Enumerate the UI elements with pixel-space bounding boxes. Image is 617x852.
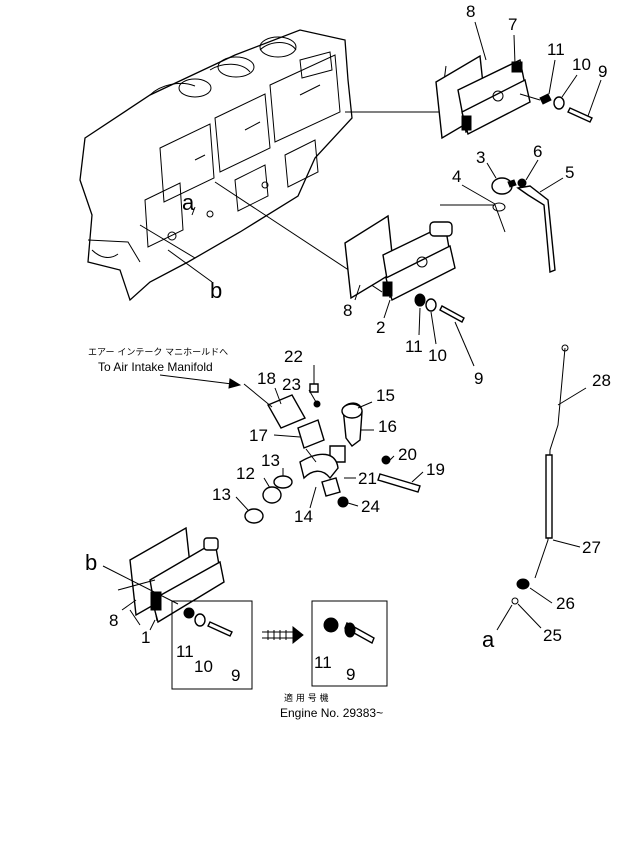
reference-letters: a b b a — [85, 190, 495, 652]
label-part-6: 6 — [533, 142, 542, 161]
ref-b-top: b — [210, 278, 222, 303]
label-part-20: 20 — [398, 445, 417, 464]
label-part-12: 12 — [236, 464, 255, 483]
serial-note-jp: 適 用 号 機 — [284, 692, 329, 704]
label-part-21: 21 — [358, 469, 377, 488]
elbow-fitting — [491, 177, 513, 195]
label-part-10: 10 — [194, 657, 213, 676]
label-part-26: 26 — [556, 594, 575, 613]
label-part-11: 11 — [547, 40, 565, 59]
label-part-11-new: 11 — [314, 653, 332, 672]
label-part-11: 11 — [405, 337, 423, 356]
label-part-25: 25 — [543, 626, 562, 645]
piping-group — [243, 383, 421, 524]
pipe-14 — [299, 453, 339, 480]
label-part-2: 2 — [376, 318, 385, 337]
ref-a-top: a — [182, 190, 195, 215]
label-part-8: 8 — [466, 2, 475, 21]
label-part-13: 13 — [212, 485, 231, 504]
label-part-13: 13 — [261, 451, 280, 470]
ref-a-bottom: a — [482, 627, 495, 652]
engine-block — [79, 29, 447, 302]
label-part-3: 3 — [476, 148, 485, 167]
label-part-19: 19 — [426, 460, 445, 479]
label-part-4: 4 — [452, 167, 461, 186]
label-part-7: 7 — [508, 15, 517, 34]
hose-18 — [267, 394, 306, 429]
label-part-1: 1 — [141, 628, 150, 647]
serial-note-en: Engine No. 29383~ — [280, 706, 383, 720]
label-part-24: 24 — [361, 497, 380, 516]
label-part-9: 9 — [231, 666, 240, 685]
label-part-23: 23 — [282, 375, 301, 394]
label-part-28: 28 — [592, 371, 611, 390]
label-part-5: 5 — [565, 163, 574, 182]
label-part-9-new: 9 — [346, 665, 355, 684]
part-number-labels: 8 7 11 10 9 3 6 4 5 8 2 11 10 9 22 23 18… — [109, 2, 611, 685]
oil-cooler-top — [435, 54, 593, 140]
notes: エアー インテーク マニホールドへ To Air Intake Manifold… — [88, 347, 383, 720]
oil-cooler-middle — [344, 177, 556, 323]
label-part-22: 22 — [284, 347, 303, 366]
label-part-16: 16 — [378, 417, 397, 436]
hardware-box-old — [171, 600, 253, 690]
leader-lines — [121, 21, 602, 631]
tube-5 — [516, 185, 556, 273]
label-part-17: 17 — [249, 426, 268, 445]
label-part-27: 27 — [582, 538, 601, 557]
bolt-19 — [377, 473, 421, 493]
label-part-9: 9 — [598, 62, 607, 81]
manifold-note-en: To Air Intake Manifold — [98, 360, 213, 374]
guide-tube-27 — [545, 454, 553, 539]
ref-b-bottom: b — [85, 550, 97, 575]
label-part-9: 9 — [474, 369, 483, 388]
label-part-18: 18 — [257, 369, 276, 388]
arrow-superseded — [262, 625, 304, 645]
label-part-8: 8 — [343, 301, 352, 320]
dipstick-assembly — [511, 344, 569, 605]
hardware-box-new — [311, 600, 388, 687]
label-part-8: 8 — [109, 611, 118, 630]
connector-17 — [297, 419, 325, 449]
label-part-11: 11 — [176, 642, 194, 661]
label-part-10: 10 — [572, 55, 591, 74]
label-part-14: 14 — [294, 507, 313, 526]
label-part-15: 15 — [376, 386, 395, 405]
manifold-note-jp: エアー インテーク マニホールドへ — [88, 347, 228, 358]
label-part-10: 10 — [428, 346, 447, 365]
oil-cooler-bottom — [102, 526, 225, 626]
